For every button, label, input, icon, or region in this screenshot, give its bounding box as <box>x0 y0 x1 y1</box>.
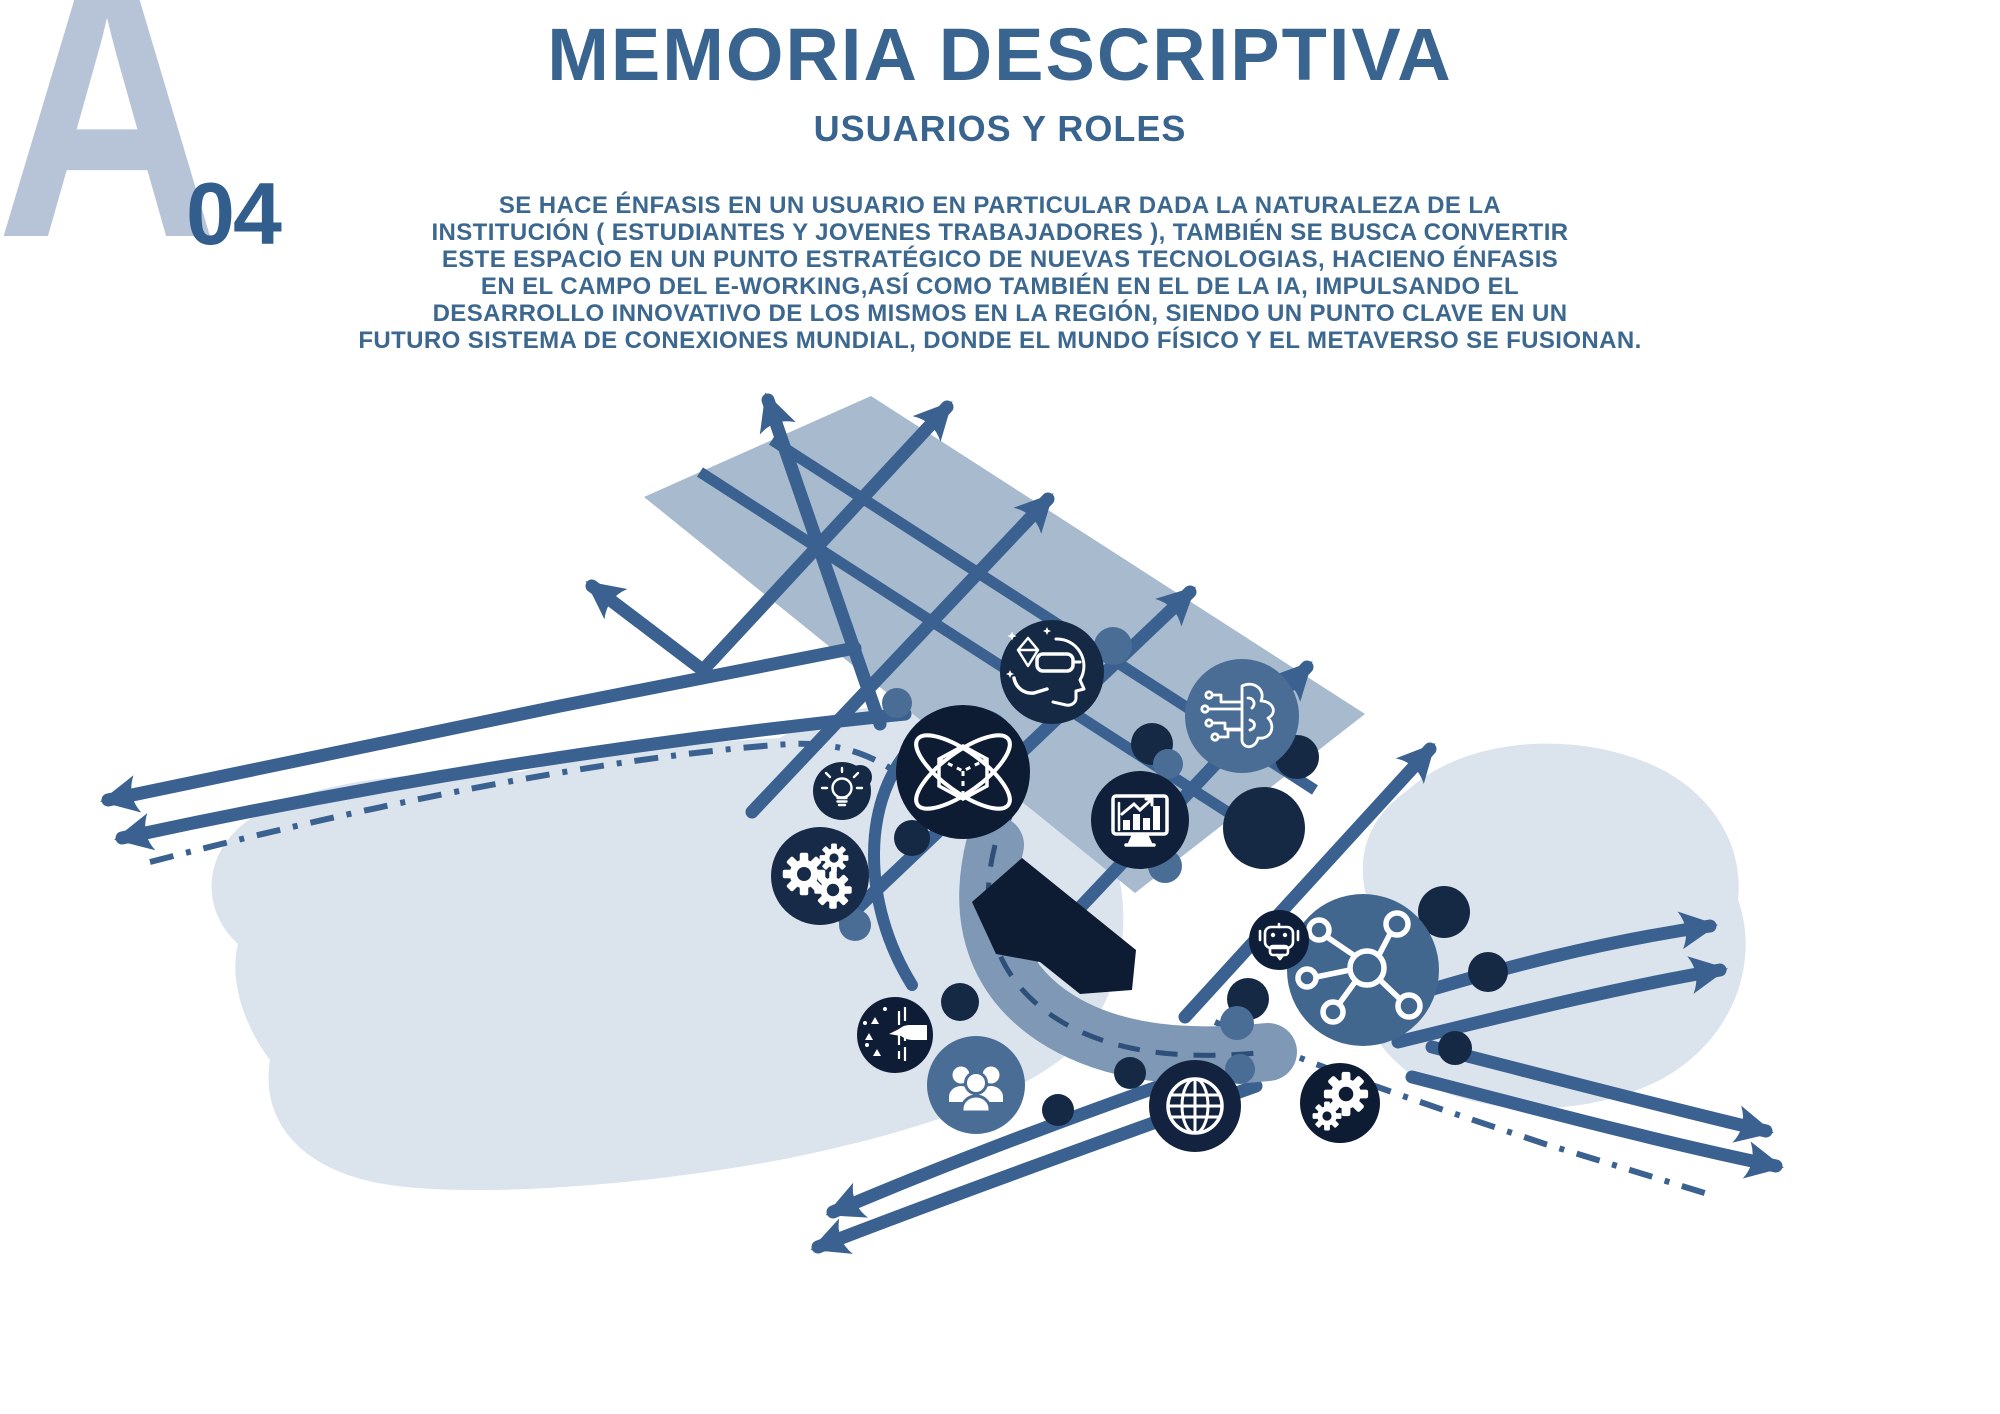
paragraph-line: INSTITUCIÓN ( ESTUDIANTES Y JOVENES TRAB… <box>431 219 1569 246</box>
paragraph-line: EN EL CAMPO DEL E-WORKING,ASÍ COMO TAMBI… <box>480 273 1520 300</box>
boundary-dashed-line <box>149 740 1709 1197</box>
vr-user-icon <box>1000 620 1104 724</box>
street-steep <box>759 392 887 731</box>
gears-icon <box>771 827 869 925</box>
analytics-monitor-icon <box>1091 771 1189 869</box>
network-hub-icon <box>1287 894 1439 1046</box>
paragraph-line: SE HACE ÉNFASIS EN UN USUARIO EN PARTICU… <box>498 192 1502 219</box>
user-group-icon <box>927 1036 1025 1134</box>
ai-brain-circuit-icon <box>1185 659 1299 773</box>
section-letter: A <box>0 0 219 316</box>
terrain-blob-right <box>1356 743 1746 1109</box>
page-subtitle: USUARIOS Y ROLES <box>813 108 1187 149</box>
node-dots <box>839 627 1508 1126</box>
page-title: MEMORIA DESCRIPTIVA <box>547 13 1453 96</box>
road-east-2 <box>1391 956 1728 1049</box>
street-2 <box>745 492 1055 819</box>
gears-small-icon <box>1300 1063 1380 1143</box>
road-spur-northwest <box>585 579 707 675</box>
street-5 <box>1178 742 1437 1024</box>
paragraph-line: ESTE ESPACIO EN UN PUNTO ESTRATÉGICO DE … <box>441 246 1559 273</box>
road-west-2 <box>114 707 912 851</box>
description-paragraph: SE HACE ÉNFASIS EN UN USUARIO EN PARTICU… <box>0 192 2000 354</box>
road-southeast-2 <box>1405 1070 1784 1179</box>
lightbulb-icon <box>813 762 871 820</box>
chatbot-icon <box>1249 910 1309 970</box>
paragraph-line: FUTURO SISTEMA DE CONEXIONES MUNDIAL, DO… <box>358 327 1642 354</box>
street-1 <box>696 400 954 677</box>
paragraph-line: DESARROLLO INNOVATIVO DE LOS MISMOS EN L… <box>432 300 1568 327</box>
globe-icon <box>1149 1060 1241 1152</box>
cube-orbit-icon <box>896 705 1030 839</box>
hand-interaction-icon <box>857 997 933 1073</box>
building-footprint <box>972 858 1136 994</box>
road-west-1 <box>100 641 862 813</box>
road-southeast-1 <box>1425 1040 1774 1143</box>
page-number: 04 <box>186 164 282 263</box>
